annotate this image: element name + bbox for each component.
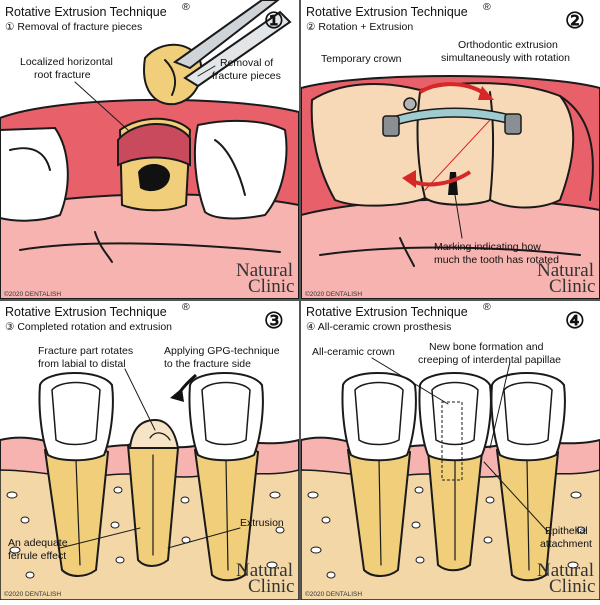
panel-2-label-5: much the tooth has rotated	[434, 254, 559, 266]
panel-4-subtitle: ④ All-ceramic crown prosthesis	[306, 321, 451, 333]
panel-1-logo-line1: Natural	[236, 260, 293, 281]
panel-2-label-2: Orthodontic extrusion	[458, 39, 558, 51]
forceps	[172, 0, 280, 70]
panel-1-title: Rotative Extrusion Technique	[5, 5, 167, 19]
panel-4-label-2: New bone formation and	[429, 341, 544, 353]
bone-pattern-4	[307, 486, 586, 579]
panel-2-title: Rotative Extrusion Technique	[306, 5, 468, 19]
panel-3-label-1: Fracture part rotates	[38, 345, 133, 357]
panel-3-title-mark: ®	[182, 301, 190, 313]
panel-3: Rotative Extrusion Technique ® ③ Complet…	[0, 301, 299, 600]
panel-3-label-3: Applying GPG-technique	[164, 345, 280, 357]
left-crown-4	[341, 372, 417, 462]
panel-4: Rotative Extrusion Technique ® ④ All-cer…	[301, 301, 600, 600]
panel-4-label-5: attachment	[540, 538, 592, 550]
panel-4-label-3: creeping of interdental papillae	[418, 354, 561, 366]
panel-3-logo-line1: Natural	[236, 560, 293, 581]
panel-2-subtitle: ② Rotation + Extrusion	[306, 21, 413, 33]
panel-3-number: ③	[264, 308, 284, 333]
panel-1-subtitle: ① Removal of fracture pieces	[5, 21, 142, 33]
panel-1-title-mark: ®	[182, 1, 190, 13]
left-crown-3	[38, 372, 114, 462]
panel-3-label-4: to the fracture side	[164, 358, 251, 370]
panel-3-label-6: ferrule effect	[8, 550, 66, 562]
bracket-left	[382, 115, 400, 137]
root-canal-hole	[138, 164, 170, 192]
panel-1-number: ①	[264, 8, 284, 33]
panel-4-logo-line2: Clinic	[549, 576, 595, 597]
right-tooth	[193, 119, 288, 220]
right-crown-3	[188, 372, 264, 462]
panel-4-title: Rotative Extrusion Technique	[306, 305, 468, 319]
panel-4-logo-line1: Natural	[537, 560, 594, 581]
panel-2-label-4: Marking indicating how	[434, 241, 541, 253]
panel-1-label-4: fracture pieces	[212, 70, 281, 82]
bracket-right	[504, 113, 522, 135]
panel-2-number: ②	[565, 8, 585, 33]
panel-2-label-1: Temporary crown	[321, 53, 402, 65]
panel-1-label-3: Removal of	[220, 57, 273, 69]
fracture-gum	[117, 123, 191, 167]
panel-2-title-mark: ®	[483, 1, 491, 13]
panel-4-label-1: All-ceramic crown	[312, 346, 395, 358]
panel-4-copyright: ©2020 DENTALISH	[305, 590, 362, 598]
right-crown-4	[490, 372, 566, 462]
panel-2-label-3: simultaneously with rotation	[441, 52, 570, 64]
left-tooth	[0, 126, 69, 222]
panel-3-label-5: An adequate	[8, 537, 68, 549]
panel-1-label-2: root fracture	[34, 69, 91, 81]
panel-4-label-4: Epithelial	[545, 525, 588, 537]
panel-3-label-2: from labial to distal	[38, 358, 126, 370]
panel-4-title-mark: ®	[483, 301, 491, 313]
panel-3-copyright: ©2020 DENTALISH	[4, 590, 61, 598]
panel-3-label-7: Extrusion	[240, 517, 284, 529]
panel-1-copyright: ©2020 DENTALISH	[4, 290, 61, 298]
panel-2-copyright: ©2020 DENTALISH	[305, 290, 362, 298]
panel-2: Rotative Extrusion Technique ® ② Rotatio…	[301, 0, 600, 299]
divider-horizontal	[0, 299, 600, 301]
bracket-center	[403, 97, 417, 111]
ceramic-core-4	[441, 401, 463, 481]
panel-1: Rotative Extrusion Technique ® ① Removal…	[0, 0, 299, 299]
panel-1-label-1: Localized horizontal	[20, 56, 113, 68]
panel-3-logo-line2: Clinic	[248, 576, 294, 597]
panel-4-number: ④	[565, 308, 585, 333]
temporary-crown	[310, 82, 575, 209]
panel-1-logo-line2: Clinic	[248, 276, 294, 297]
panel-2-logo-line2: Clinic	[549, 276, 595, 297]
panel-2-logo-line1: Natural	[537, 260, 594, 281]
panel-3-title: Rotative Extrusion Technique	[5, 305, 167, 319]
panel-3-subtitle: ③ Completed rotation and extrusion	[5, 321, 172, 333]
ceramic-crown-4	[418, 372, 492, 462]
